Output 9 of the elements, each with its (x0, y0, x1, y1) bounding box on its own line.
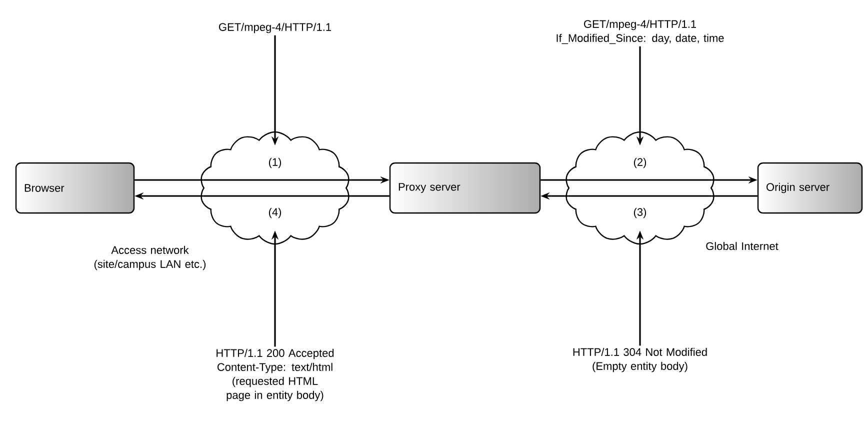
message-text: GET/mpeg-4/HTTP/1.1 (219, 22, 332, 34)
message-text: HTTP/1.1 304 Not Modified (Empty entity body) (573, 348, 707, 372)
computer-box: Origin server (757, 162, 863, 214)
network-cloud: (1) (4) (200, 131, 350, 245)
network-label: Access network (site/campus LAN etc.) (94, 246, 206, 270)
message-text: HTTP/1.1 200 Accepted Content-Type: text/html (requested HTML page in entity body) (216, 348, 334, 402)
computer-box: Browser (15, 162, 135, 214)
computer-box: Proxy server (389, 162, 541, 214)
message-text: GET/mpeg-4/HTTP/1.1 If_Modified_Since: day, date, time (556, 20, 724, 44)
